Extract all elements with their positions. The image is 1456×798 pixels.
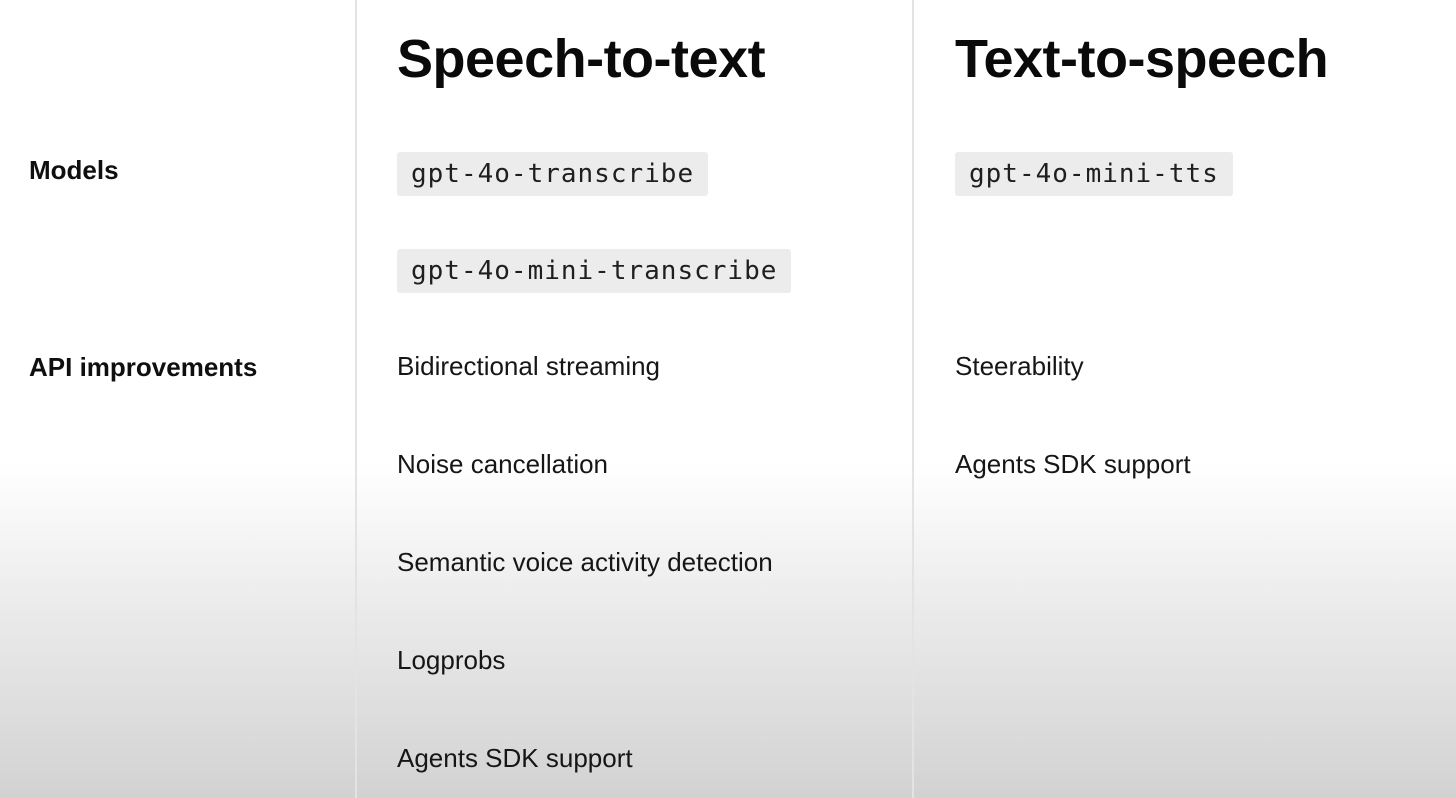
models-list-speech-to-text: gpt-4o-transcribe gpt-4o-mini-transcribe — [397, 152, 792, 293]
feature-item-agents-sdk-support: Agents SDK support — [955, 449, 1191, 479]
model-chip-gpt-4o-transcribe: gpt-4o-transcribe — [397, 152, 709, 196]
model-chip-gpt-4o-mini-transcribe: gpt-4o-mini-transcribe — [397, 249, 792, 293]
feature-item-semantic-voice-activity-detection: Semantic voice activity detection — [397, 547, 773, 577]
feature-item-noise-cancellation: Noise cancellation — [397, 449, 609, 479]
column-heading-text-to-speech: Text-to-speech — [955, 29, 1329, 89]
column-divider-left — [355, 0, 357, 798]
models-list-text-to-speech: gpt-4o-mini-tts — [955, 152, 1233, 196]
row-label-models: Models — [29, 155, 119, 185]
feature-item-agents-sdk-support: Agents SDK support — [397, 743, 633, 773]
api-improvements-list-text-to-speech: Steerability Agents SDK support — [955, 351, 1191, 479]
row-label-api-improvements: API improvements — [29, 352, 258, 382]
api-improvements-list-speech-to-text: Bidirectional streaming Noise cancellati… — [397, 351, 773, 773]
column-divider-right — [912, 0, 914, 798]
feature-item-logprobs: Logprobs — [397, 645, 506, 675]
model-chip-gpt-4o-mini-tts: gpt-4o-mini-tts — [955, 152, 1233, 196]
feature-item-steerability: Steerability — [955, 351, 1084, 381]
column-heading-speech-to-text: Speech-to-text — [397, 29, 766, 89]
feature-item-bidirectional-streaming: Bidirectional streaming — [397, 351, 661, 381]
